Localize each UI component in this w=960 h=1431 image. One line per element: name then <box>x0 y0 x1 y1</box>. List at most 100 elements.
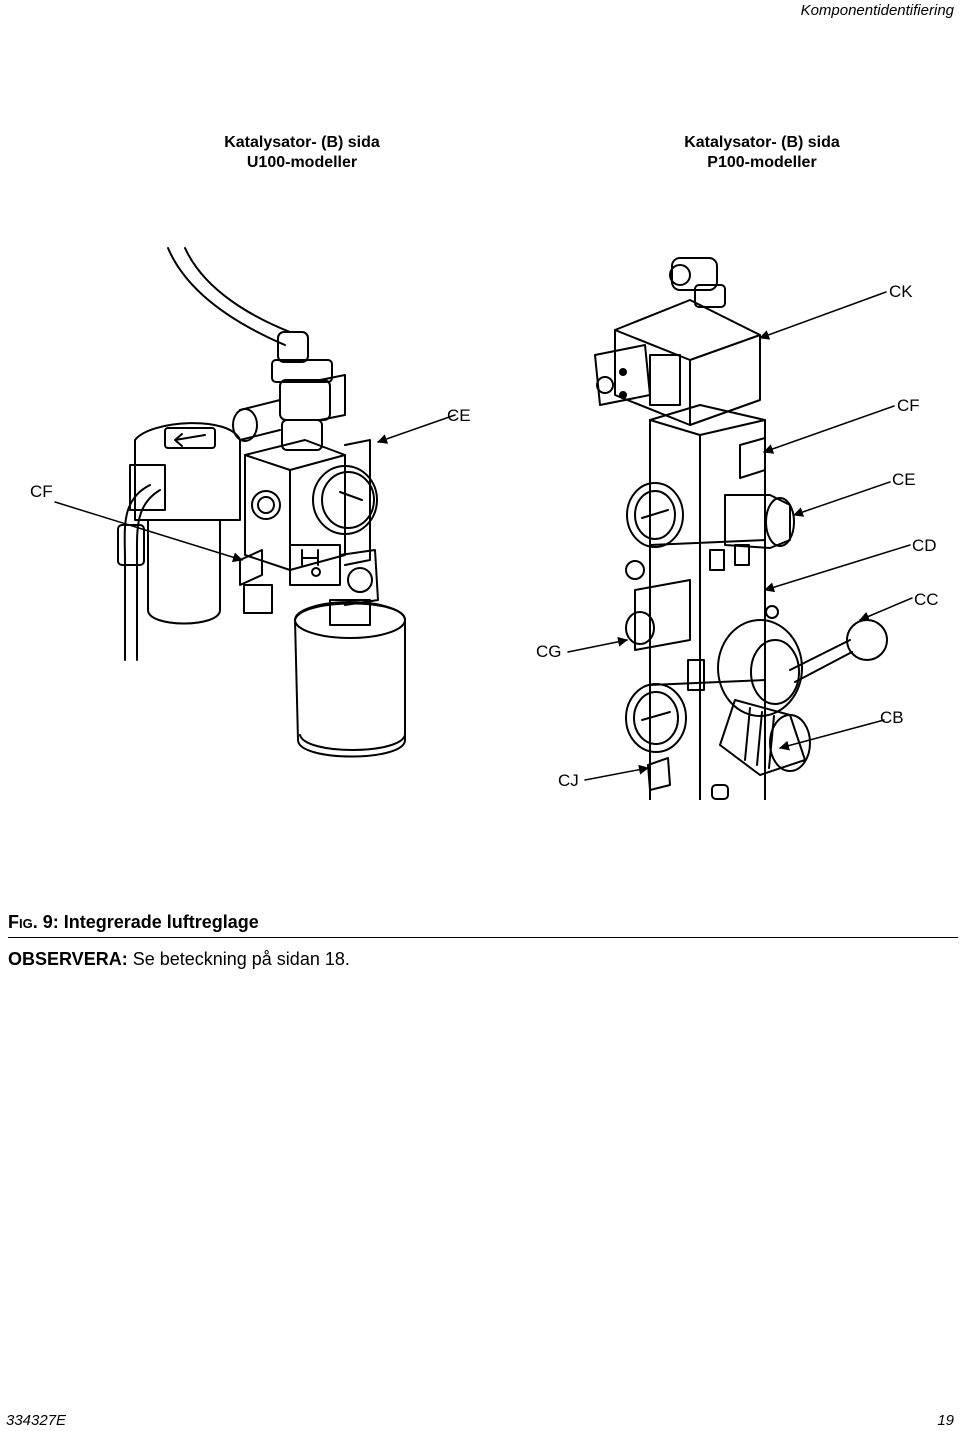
solenoid-plug <box>596 376 614 394</box>
switch-symbol <box>301 549 319 566</box>
flow-arrow <box>174 433 206 447</box>
cross-pipe <box>239 399 281 441</box>
lower-gauge-needle <box>641 711 671 721</box>
screw-1 <box>619 368 627 376</box>
left-title-line2: U100-modeller <box>246 154 358 171</box>
upper-gauge-needle <box>641 509 669 519</box>
manifold-edges <box>649 419 766 800</box>
screw-2 <box>619 391 627 399</box>
u100-assembly <box>117 247 406 758</box>
caption-prefix-rest: IG <box>19 916 33 931</box>
cross-pipe-end <box>232 408 258 442</box>
handle-shaft-1 <box>789 639 851 671</box>
lower-bowl-rim <box>294 601 406 639</box>
upper-filter-head <box>134 422 241 521</box>
note-label: OBSERVERA: <box>8 949 128 969</box>
regulator-block-edges <box>244 454 346 571</box>
manifold-slot-3 <box>687 659 705 691</box>
leader-left-cj <box>584 764 649 781</box>
upper-filter-bowl <box>147 519 221 625</box>
lower-bowl-bottom-ring <box>299 734 406 751</box>
caption-prefix-first: F <box>8 912 19 932</box>
manifold-slot-2 <box>734 544 750 566</box>
top-elbow-port <box>669 264 691 286</box>
note: OBSERVERA: Se beteckning på sidan 18. <box>8 949 350 970</box>
solenoid-block-edges <box>614 329 761 426</box>
callout-left-cg: CG <box>536 642 562 661</box>
upper-gauge <box>626 482 684 548</box>
solenoid-coil <box>649 354 681 406</box>
solenoid-block <box>614 299 761 426</box>
left-title-line1: Katalysator- (B) sida <box>224 134 380 151</box>
leader-right-ce <box>793 481 891 517</box>
lower-block-port <box>625 611 655 645</box>
handle-shaft-2 <box>794 651 853 683</box>
tee-body <box>279 379 331 421</box>
manifold-seam-1 <box>649 539 766 546</box>
hose-elbow <box>277 331 309 363</box>
caption-rule <box>8 937 958 938</box>
air-tube-inner <box>135 489 161 661</box>
lower-gauge <box>625 683 687 753</box>
air-hose-inner <box>184 247 291 333</box>
lower-block <box>634 579 691 651</box>
pressure-gauge <box>312 465 378 535</box>
leader-left-cg <box>567 636 628 653</box>
switch-panel <box>289 544 341 586</box>
callout-left-cf: CF <box>30 482 53 501</box>
callout-left-cj: CJ <box>558 771 579 790</box>
air-tube-outer <box>123 484 151 661</box>
callout-right-cd: CD <box>912 536 937 555</box>
leader-left-ce <box>377 414 456 444</box>
lower-regulator-housing <box>717 619 803 717</box>
callout-left-ce: CE <box>447 406 471 425</box>
lower-gauge-face <box>633 691 679 745</box>
callout-right-ce: CE <box>892 470 916 489</box>
callout-leaders <box>54 291 913 781</box>
document-number: 334327E <box>6 1412 67 1429</box>
manifold-body <box>649 404 766 800</box>
leader-right-cc <box>859 597 913 622</box>
threaded-outlet <box>719 699 806 776</box>
lower-filter-bowl <box>294 602 406 758</box>
block-extension <box>344 439 371 566</box>
outlet-threads <box>744 707 775 769</box>
air-hose-outer <box>167 247 286 346</box>
valve-lever-upper <box>739 437 766 479</box>
left-column-title: Katalysator- (B) sida U100-modeller <box>182 133 422 173</box>
note-text: Se beteckning på sidan 18. <box>127 949 350 969</box>
callout-right-cc: CC <box>914 590 939 609</box>
right-title-line1: Katalysator- (B) sida <box>684 134 840 151</box>
bleed-valve <box>765 605 779 619</box>
slide-valve <box>239 549 263 586</box>
filter-side-block <box>129 464 166 511</box>
tube-connector <box>117 524 145 566</box>
regulator-port <box>251 490 281 520</box>
upper-gauge-face <box>634 490 676 540</box>
filter-label <box>164 427 216 449</box>
leader-left-cf <box>54 501 243 563</box>
slide-valve-base <box>243 584 273 614</box>
leader-right-cd <box>764 544 911 593</box>
outlet-opening <box>769 714 811 772</box>
side-fitting <box>625 560 645 580</box>
manifold-slot-1 <box>709 549 725 571</box>
outlet-port <box>347 567 373 593</box>
fitting-nut <box>271 359 333 383</box>
callout-right-cf: CF <box>897 396 920 415</box>
air-control-illustration <box>54 247 913 800</box>
leader-right-cf <box>763 405 895 454</box>
lower-regulator-knob <box>750 639 800 705</box>
bottom-fitting <box>711 784 729 800</box>
p100-assembly <box>594 257 888 800</box>
leader-right-ck <box>759 291 887 340</box>
tee-side <box>319 374 346 421</box>
handle-ball <box>846 619 888 661</box>
bowl-collar <box>329 599 371 626</box>
running-title: Komponentidentifiering <box>800 2 954 19</box>
page-number: 19 <box>937 1412 954 1429</box>
callout-right-ck: CK <box>889 282 913 301</box>
callout-right-cb: CB <box>880 708 904 727</box>
lower-nut <box>281 419 323 451</box>
right-column-title: Katalysator- (B) sida P100-modeller <box>642 133 882 173</box>
